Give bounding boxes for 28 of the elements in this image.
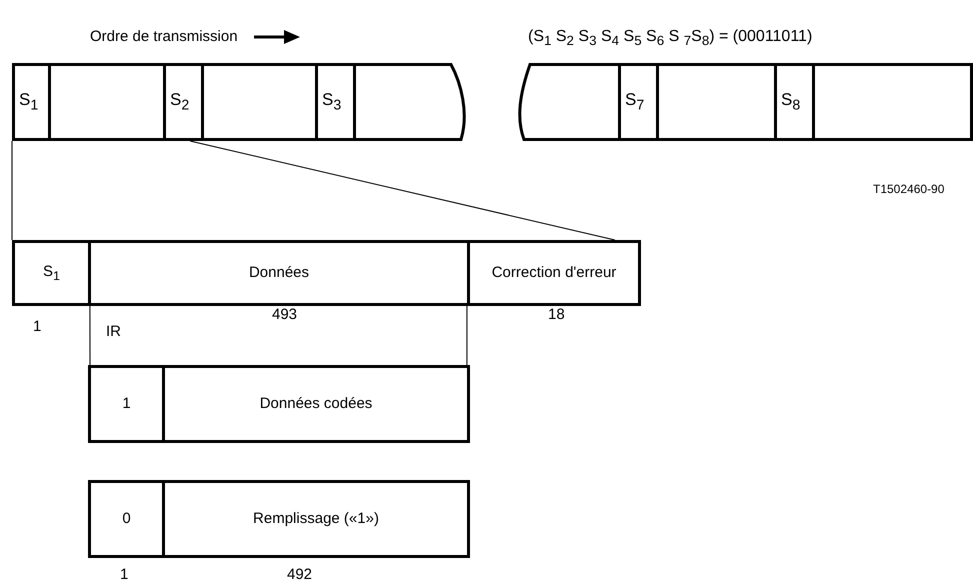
frame-field: S$_{1}$	[12, 240, 91, 306]
expansion-line	[89, 306, 90, 366]
frame-field: S$_{8}$	[774, 63, 815, 141]
expansion-line	[190, 140, 616, 240]
frame-field: Données codées	[162, 365, 470, 443]
frame-field: Correction d'erreur	[467, 240, 641, 306]
bit-count: 493	[272, 306, 298, 323]
frame-field	[812, 63, 973, 141]
frame-field: S$_{7}$	[618, 63, 659, 141]
frame-field: Données	[88, 240, 470, 306]
frame-field	[48, 63, 166, 141]
frame-field: S$_{2}$	[163, 63, 204, 141]
caption-text: Ordre de transmission	[90, 28, 238, 45]
frame-field: Remplissage («1»)	[162, 480, 470, 558]
frame-field: S$_{3}$	[315, 63, 356, 141]
frame-field: S$_{1}$	[12, 63, 51, 141]
bit-count: 1	[33, 318, 42, 335]
frame-field: 0	[88, 480, 165, 558]
bit-count: 18	[548, 306, 565, 323]
sequence-formula: (S$_{1}$ S$_{2}$ S$_{3}$ S$_{4}$ S$_{5}$ S$_{6}$ S $_{7}$S$_{8}$) = (00011011)	[528, 28, 812, 48]
bit-count: 1	[120, 566, 128, 583]
bit-count: 492	[287, 566, 312, 583]
frame-field	[201, 63, 318, 141]
expansion-line	[466, 306, 468, 366]
frame-field	[656, 63, 777, 141]
indicator-text: IR	[106, 323, 121, 340]
figure-code: T1502460-90	[873, 182, 944, 196]
frame-field: 1	[88, 365, 165, 443]
